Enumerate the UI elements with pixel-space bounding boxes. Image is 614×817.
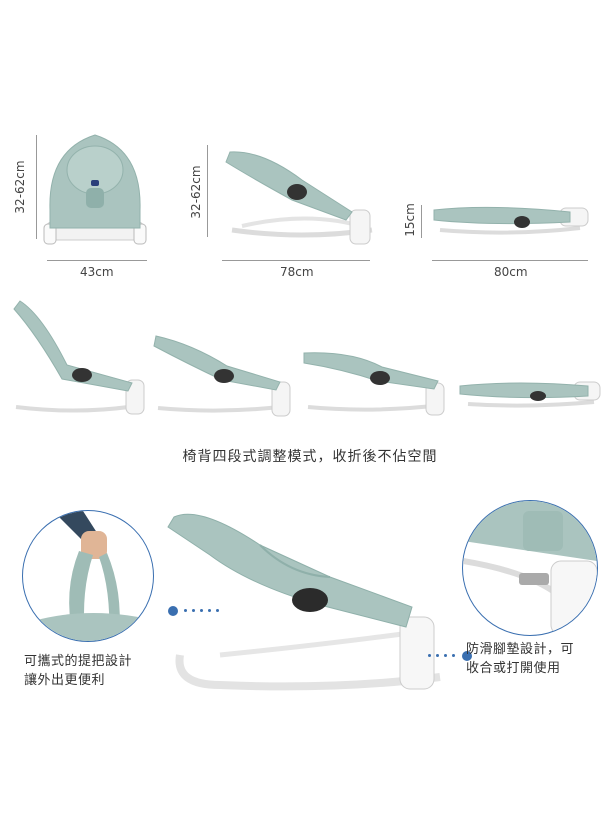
side-height-label: 32-62cm [189,165,203,219]
feet-connector-dots [428,645,478,664]
folded-height-line [421,205,422,238]
recline-position-3 [303,352,445,416]
folded-height-label: 15cm [403,203,417,237]
carry-handle-image [33,511,148,641]
side-height-line [207,145,208,237]
feet-note-line2: 收合或打開使用 [466,661,561,676]
handle-note-line2: 讓外出更便利 [24,673,106,688]
side-length-line [222,260,370,261]
feet-note: 防滑腳墊設計，可 收合或打開使用 [466,640,574,678]
folded-length-label: 80cm [494,265,528,279]
recline-caption: 椅背四段式調整模式，收折後不佔空間 [182,449,438,465]
front-width-line [47,260,147,261]
folded-length-line [432,260,588,261]
recline-position-folded [459,381,601,408]
front-width-label: 43cm [80,265,114,279]
handle-connector-dots [168,600,224,619]
recline-position-2 [153,335,291,417]
bouncer-front-image [43,134,147,245]
front-height-line [36,135,37,239]
recline-position-1 [13,300,145,415]
side-length-label: 78cm [280,265,314,279]
front-height-label: 32-62cm [13,160,27,214]
bouncer-main-image [167,513,441,691]
handle-detail-circle [22,510,154,642]
handle-note-line1: 可攜式的提把設計 [24,654,133,669]
bouncer-side-image [225,151,373,245]
handle-note: 可攜式的提把設計 讓外出更便利 [24,652,132,690]
bouncer-folded-image [433,206,589,235]
anti-slip-feet-image [463,501,597,635]
feet-note-line1: 防滑腳墊設計，可 [466,642,575,657]
feet-detail-circle [462,500,598,636]
